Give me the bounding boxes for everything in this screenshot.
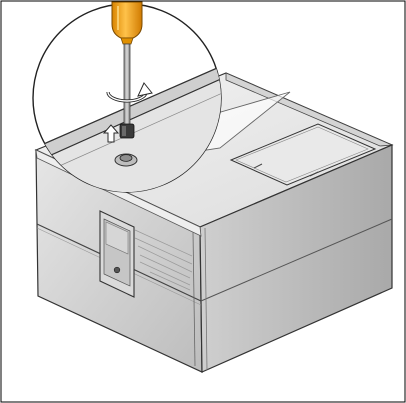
control-panel <box>99 210 135 298</box>
side-split-line <box>200 218 393 302</box>
top-hatch <box>229 123 377 186</box>
door-edge <box>192 231 196 367</box>
rack-hints <box>134 229 193 291</box>
up-arrow-icon <box>102 124 120 143</box>
door-edge-right <box>204 227 208 371</box>
control-knob <box>113 266 121 274</box>
cabinet-side-face <box>199 144 393 373</box>
rear-panel <box>225 72 393 147</box>
screwdriver-icon <box>111 1 143 139</box>
rotate-arrow-icon <box>106 82 153 103</box>
